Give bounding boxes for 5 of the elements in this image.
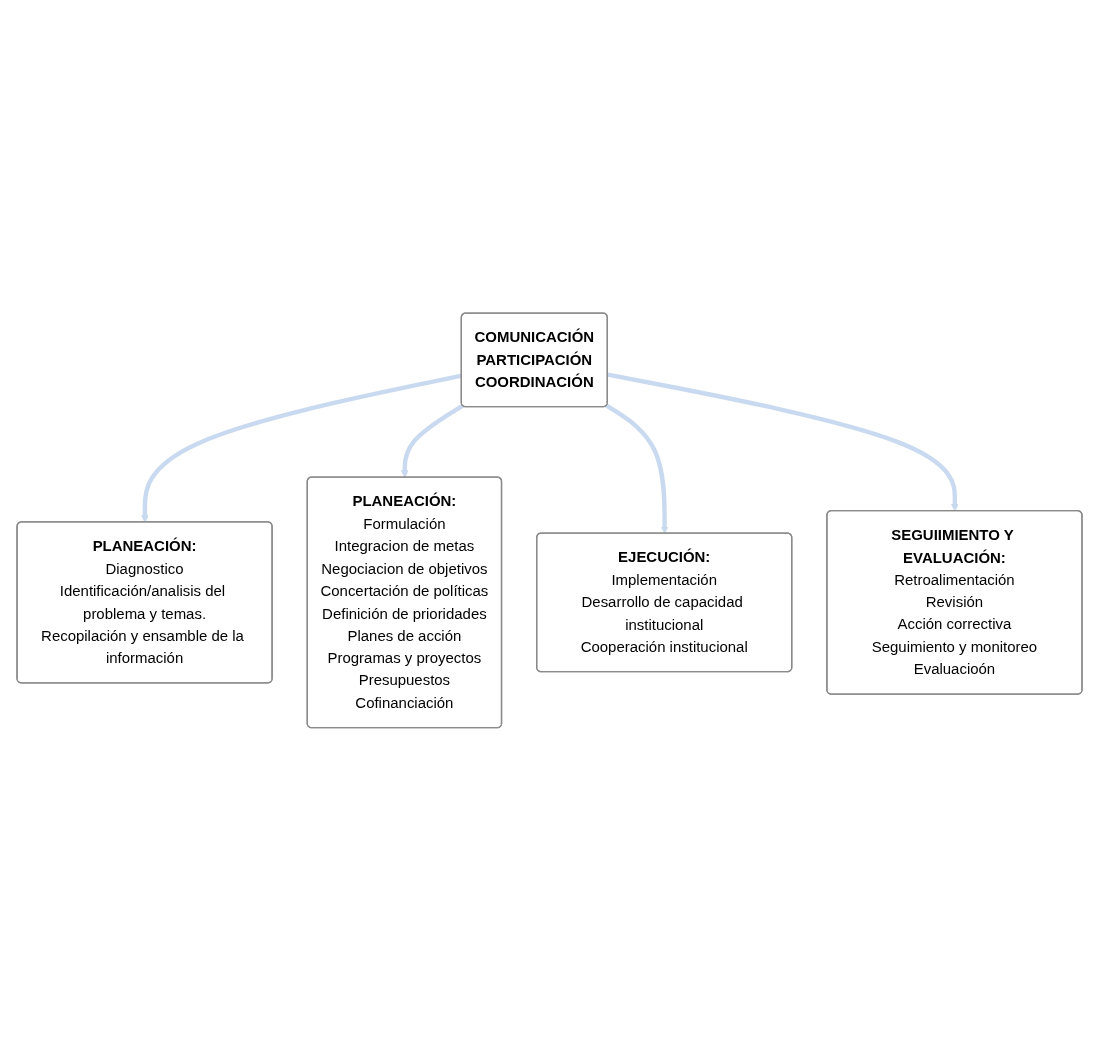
arrow: [607, 372, 959, 512]
diagram: PLANEACIÓN: Diagnostico Identificación/analisis del problema y temas. Recopilación y ensamble de la información PLANEACIÓN: Formulación Integracion de metas Negociacion de objetivos Concertación de políticas Definición de prioridades Planes de acción Programas y proyectos Presupuestos Cofinanciación SEGUIIMIENTO Y EVALUACIÓN: Retroalimentación Revisión Acción correctiva Seguimiento y monitoreo Evaluacioón COMUNICACIÓN PARTICIPACIÓN COORDINACIÓN EJECUCIÓN: Implementación Desarrollo de capacidad institucional Cooperación institucional: [10, 305, 1089, 735]
arrow: [141, 373, 463, 523]
arrow: [605, 403, 669, 534]
arrow: [400, 403, 465, 478]
